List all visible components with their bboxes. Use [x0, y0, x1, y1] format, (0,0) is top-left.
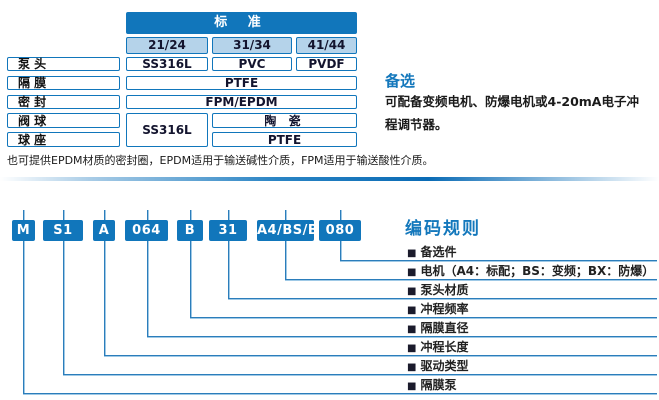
row-label-text: 隔 膜 [18, 76, 47, 90]
row-label-text: 泵 头 [18, 57, 47, 71]
connector-horizontal-head-material [228, 298, 657, 299]
connector-horizontal-stroke-frequency [190, 317, 657, 318]
connector-horizontal-options [340, 260, 657, 261]
legend-diaphragm-pump: ■隔膜泵 [407, 378, 456, 394]
connector-vertical-b [190, 210, 191, 317]
code-box-064: 064 [125, 220, 168, 241]
row-label-ball-seat: 球 座 [7, 132, 120, 147]
connector-horizontal-drive-type [63, 374, 657, 375]
cell-valve-ball-seat-col1: SS316L [126, 113, 208, 147]
legend-text: 驱动类型 [420, 359, 469, 373]
code-box-s1: S1 [43, 220, 83, 241]
section-divider [0, 177, 659, 181]
code-box-31: 31 [209, 220, 247, 241]
code-box-080: 080 [319, 220, 361, 241]
square-bullet-icon: ■ [407, 362, 417, 373]
cell-ball-seat-col23: PTFE [212, 132, 357, 147]
options-body: 可配备变频电机、防爆电机或4-20mA电子冲程调节器。 [385, 94, 639, 132]
legend-stroke-frequency: ■冲程频率 [407, 302, 468, 318]
cell-seal: FPM/EPDM [126, 95, 357, 109]
code-box-a4bsbx: A4/BS/BX [257, 220, 328, 241]
legend-text: 泵头材质 [420, 283, 469, 297]
connector-vertical-31 [228, 210, 229, 298]
connector-horizontal-stroke-length [104, 355, 657, 356]
code-box-m: M [12, 220, 35, 241]
legend-diaphragm-diameter: ■隔膜直径 [407, 321, 468, 337]
row-label-pump-head: 泵 头 [7, 57, 120, 71]
legend-stroke-length: ■冲程长度 [407, 340, 468, 356]
legend-text: 电机（A4：标配；BS：变频；BX：防爆） [420, 264, 655, 278]
legend-text: 冲程长度 [420, 340, 469, 354]
legend-options: ■备选件 [407, 245, 456, 261]
legend-head-material: ■泵头材质 [407, 283, 468, 299]
legend-text: 隔膜直径 [420, 321, 469, 335]
square-bullet-icon: ■ [407, 324, 417, 335]
cell-pump-head-2: PVC [212, 57, 292, 71]
connector-horizontal-motor [285, 279, 657, 280]
connector-vertical-m [23, 210, 24, 393]
connector-horizontal-diaphragm-diameter [147, 336, 657, 337]
options-title: 备选 [385, 72, 416, 90]
legend-motor: ■电机（A4：标配；BS：变频；BX：防爆） [407, 264, 654, 280]
row-label-text: 密 封 [18, 95, 47, 109]
square-bullet-icon: ■ [407, 248, 417, 259]
square-bullet-icon: ■ [407, 381, 417, 392]
square-bullet-icon: ■ [407, 343, 417, 354]
cell-valve-ball-col23: 陶 瓷 [212, 113, 357, 128]
legend-text: 备选件 [420, 245, 457, 259]
column-header: 21/24 [126, 37, 208, 54]
connector-vertical-a4bsbx [285, 210, 286, 279]
legend-text: 冲程频率 [420, 302, 469, 316]
code-box-a: A [93, 220, 115, 241]
cell-pump-head-3: PVDF [296, 57, 357, 71]
row-label-text: 球 座 [18, 132, 47, 147]
legend-drive-type: ■驱动类型 [407, 359, 468, 375]
connector-vertical-s1 [63, 210, 64, 374]
column-header: 41/44 [296, 37, 357, 54]
square-bullet-icon: ■ [407, 286, 417, 297]
legend-text: 隔膜泵 [420, 378, 457, 392]
row-label-diaphragm: 隔 膜 [7, 76, 120, 90]
table-header-standard: 标 准 [126, 12, 357, 34]
connector-vertical-a [104, 210, 105, 355]
row-label-valve-ball: 阀 球 [7, 113, 120, 128]
code-box-b: B [177, 220, 203, 241]
square-bullet-icon: ■ [407, 267, 417, 278]
column-header: 31/34 [212, 37, 292, 54]
row-label-text: 阀 球 [18, 113, 47, 128]
cell-pump-head-1: SS316L [126, 57, 208, 71]
square-bullet-icon: ■ [407, 305, 417, 316]
cell-diaphragm: PTFE [126, 76, 357, 90]
connector-vertical-064 [147, 210, 148, 336]
row-label-seal: 密 封 [7, 95, 120, 109]
coding-rules-title: 编码规则 [405, 219, 481, 239]
connector-horizontal-diaphragm-pump [23, 393, 657, 394]
table-footnote: 也可提供EPDM材质的密封圈，EPDM适用于输送碱性介质，FPM适用于输送酸性介… [7, 154, 434, 167]
